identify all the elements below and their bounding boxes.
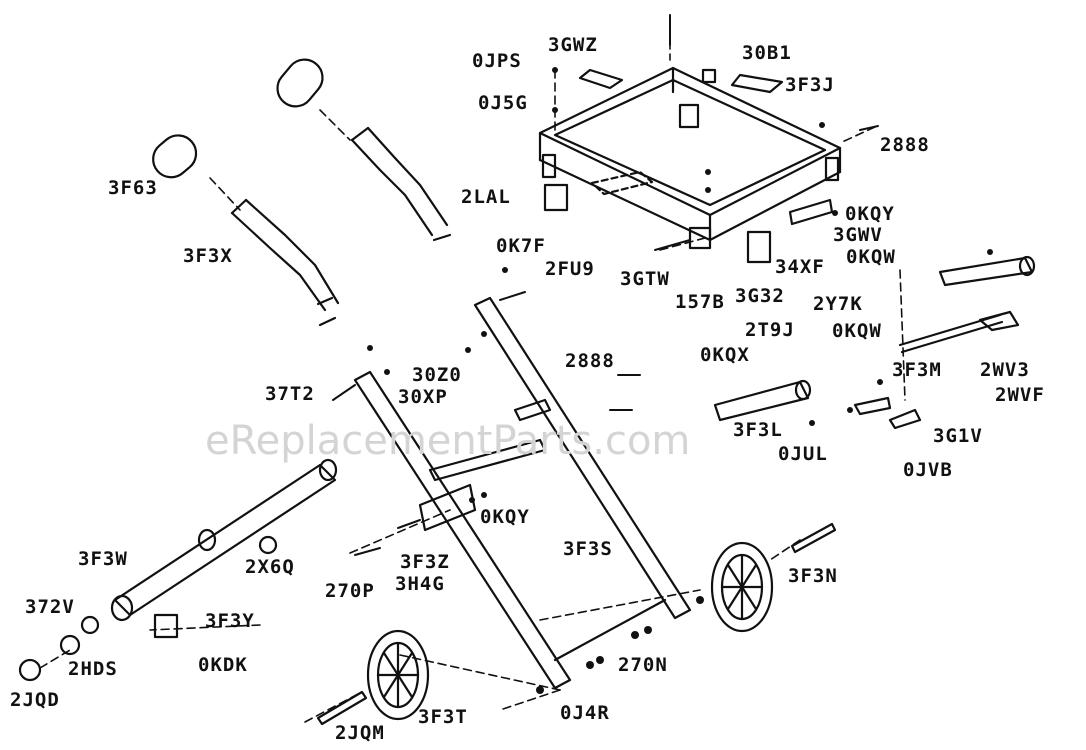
- axle-pins: [316, 522, 837, 726]
- part-label: 157B: [675, 291, 725, 313]
- hardware-bolts: [332, 14, 879, 556]
- part-label: 30Z0: [412, 364, 462, 386]
- part-label: 2X6Q: [245, 556, 295, 578]
- part-label: 0K7F: [496, 235, 546, 257]
- part-label: 30XP: [398, 386, 448, 408]
- part-label: 3F3N: [788, 565, 838, 587]
- part-label: 34XF: [775, 256, 825, 278]
- part-label: 3GTW: [620, 268, 670, 290]
- part-label: 2JQM: [335, 722, 385, 744]
- part-label: 372V: [25, 596, 75, 618]
- part-label: 3F3Z: [400, 551, 450, 573]
- part-label: 0KQY: [480, 506, 530, 528]
- watermark: eReplacementParts.com: [205, 418, 691, 464]
- part-label: 3G32: [735, 285, 785, 307]
- part-label: 3F63: [108, 177, 158, 199]
- lower-arm: [18, 458, 338, 682]
- part-label: 0JVB: [903, 459, 953, 481]
- part-label: 3F3T: [418, 706, 468, 728]
- part-label: 2888: [880, 134, 930, 156]
- part-label: 3GWV: [833, 224, 883, 246]
- part-label: 0KQX: [700, 344, 750, 366]
- part-label: 2JQD: [10, 689, 60, 711]
- hardware-nuts: [367, 67, 993, 694]
- part-label: 37T2: [265, 383, 315, 405]
- part-label: 2WV3: [980, 359, 1030, 381]
- part-label: 30B1: [742, 42, 792, 64]
- cart-frame: [353, 296, 692, 690]
- part-label: 0J5G: [478, 92, 528, 114]
- part-label: 0KQW: [832, 320, 882, 342]
- side-bracket: [713, 255, 1036, 430]
- wheel-right: [710, 541, 774, 633]
- part-label: 2WVF: [995, 384, 1045, 406]
- handle-right: [276, 58, 452, 242]
- table-frame: [538, 66, 842, 264]
- part-label: 3F3X: [183, 245, 233, 267]
- part-label: 3G1V: [933, 425, 983, 447]
- handle-left: [152, 134, 340, 327]
- part-label: 0J4R: [560, 702, 610, 724]
- part-label: 2LAL: [461, 186, 511, 208]
- part-label: 3H4G: [395, 573, 445, 595]
- part-label: 2888: [565, 350, 615, 372]
- part-label: 3F3J: [785, 74, 835, 96]
- part-label: 270N: [618, 654, 668, 676]
- part-label: 0JPS: [472, 50, 522, 72]
- part-label: 3GWZ: [548, 34, 598, 56]
- part-label: 3F3W: [78, 548, 128, 570]
- part-label: 2Y7K: [813, 293, 863, 315]
- part-label: 0JUL: [778, 443, 828, 465]
- wheel-left: [366, 629, 430, 721]
- part-label: 2FU9: [545, 258, 595, 280]
- part-label: 3F3L: [733, 419, 783, 441]
- part-label: 270P: [325, 580, 375, 602]
- part-label: 0KQW: [846, 246, 896, 268]
- part-label: 0KDK: [198, 654, 248, 676]
- part-label: 2HDS: [68, 658, 118, 680]
- part-label: 2T9J: [745, 319, 795, 341]
- part-label: 3F3M: [892, 359, 942, 381]
- part-label: 3F3S: [563, 538, 613, 560]
- part-label: 0KQY: [845, 203, 895, 225]
- part-label: 3F3Y: [205, 610, 255, 632]
